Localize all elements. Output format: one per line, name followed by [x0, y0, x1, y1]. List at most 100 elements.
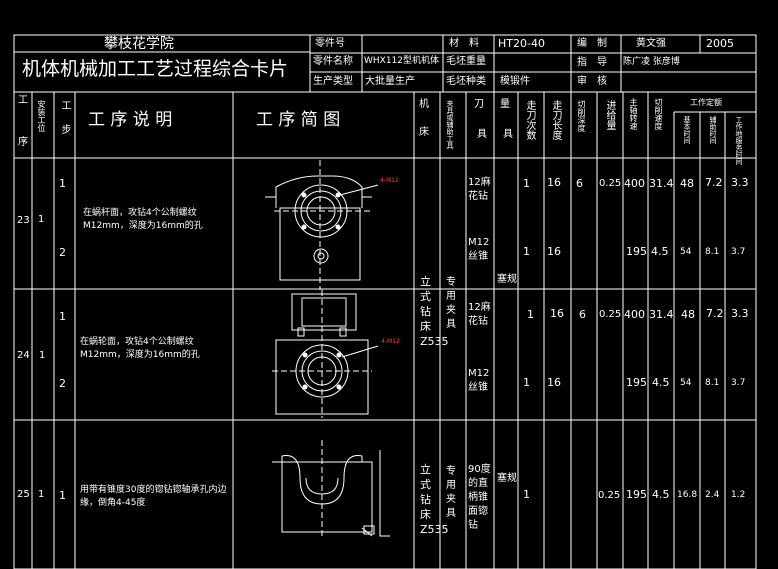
- fixture-ops-23-24: 专用夹具: [446, 277, 456, 330]
- col-desc: 工 序 说 明: [88, 110, 173, 130]
- op-23-passes-1: 1: [523, 177, 530, 190]
- year: 2005: [706, 37, 734, 50]
- op-23-aux-1: 7.2: [705, 176, 723, 189]
- op-24-tool-2: M12丝锥: [468, 368, 490, 393]
- col-machine: 机: [419, 99, 429, 110]
- col-process-2: 序: [18, 137, 28, 148]
- fixture-op-25: 专用夹具: [446, 466, 456, 519]
- op-23-desc: 在蜗杆面，攻钻4个公制螺纹M12mm，深度为16mm的孔: [83, 208, 203, 231]
- school-name: 攀枝花学院: [104, 36, 174, 52]
- op-24-no: 24: [17, 350, 30, 361]
- op-24-setup: 1: [39, 350, 46, 361]
- col-aux-time: 辅助时间: [709, 116, 717, 144]
- op-24-step-1: 1: [59, 310, 66, 323]
- op-23-length-1: 16: [547, 176, 561, 189]
- op-23-speed-1: 400: [624, 177, 645, 190]
- material-label: 材 料: [449, 38, 479, 49]
- col-service-time: 工作地服务时间: [735, 116, 743, 165]
- op-25-feed: 0.25: [598, 490, 621, 501]
- op-23-feed-1: 0.25: [599, 178, 622, 189]
- op-25-setup: 1: [38, 489, 45, 500]
- op-24-step-2: 2: [59, 377, 66, 390]
- sketch-op25: [272, 440, 390, 537]
- op-24-cut-2: 4.5: [652, 376, 670, 389]
- col-basic-time: 基本时间: [683, 116, 691, 144]
- col-gauge-2: 具: [503, 129, 513, 140]
- blank-weight-label: 毛坯重量: [446, 56, 486, 67]
- op-23-depth-1: 6: [576, 177, 583, 190]
- op-25-passes: 1: [523, 488, 530, 501]
- col-step: 工步: [59, 100, 70, 148]
- op-23-step-1: 1: [59, 177, 66, 190]
- op-25-aux: 2.4: [705, 490, 720, 500]
- card-title: 机体机械加工工艺过程综合卡片: [22, 58, 289, 80]
- op-23-step-2: 2: [59, 246, 66, 259]
- sketch-op24: [272, 290, 379, 418]
- col-depth: 切削深度: [577, 100, 586, 132]
- op-25-step-1: 1: [59, 489, 66, 502]
- op-23-svc-2: 3.7: [731, 247, 746, 257]
- part-no-label: 零件号: [315, 38, 345, 49]
- col-gauge: 量: [500, 99, 510, 110]
- op-24-basic-1: 48: [681, 308, 695, 321]
- col-length: 走刀长度: [550, 100, 561, 140]
- op-25-tool: 90度的直柄锥面锪钻: [468, 464, 491, 531]
- table-grid: [13, 34, 757, 569]
- part-name-value: WHX112型机机体: [364, 56, 440, 66]
- op-24-speed-1: 400: [624, 308, 645, 321]
- col-cut-speed: 切削速度: [654, 98, 663, 130]
- op-23-basic-2: 54: [680, 247, 692, 257]
- op-23-no: 23: [17, 215, 30, 226]
- op-23-setup: 1: [38, 214, 45, 225]
- op-24-speed-2: 195: [626, 376, 647, 389]
- op-23-basic-1: 48: [680, 177, 694, 190]
- op-23-tool-2: M12丝锥: [468, 237, 490, 262]
- compiled-label: 编 制: [577, 38, 607, 49]
- op-24-length-2: 16: [547, 376, 561, 389]
- op-24-length-1: 16: [550, 307, 564, 320]
- op-24-passes-2: 1: [523, 376, 530, 389]
- col-feed: 进给量: [604, 100, 615, 130]
- op-24-svc-1: 3.3: [731, 307, 749, 320]
- op-24-basic-2: 54: [680, 378, 692, 388]
- machine-ops-23-24: 立式钻床Z535: [420, 275, 449, 348]
- col-process: 工: [18, 95, 28, 106]
- op-24-passes-1: 1: [527, 308, 534, 321]
- op-25-basic: 16.8: [677, 490, 698, 500]
- op-24-svc-2: 3.7: [731, 378, 746, 388]
- prod-type-value: 大批量生产: [365, 76, 415, 87]
- col-sketch: 工 序 简 图: [256, 110, 341, 130]
- op-25-svc: 1.2: [731, 490, 746, 500]
- sketch-op23: [265, 160, 379, 290]
- col-tool-2: 具: [477, 129, 487, 140]
- op-23-aux-2: 8.1: [705, 247, 720, 257]
- col-fixture: 夹具或辅助工具: [446, 100, 454, 149]
- op-25-cut: 4.5: [652, 488, 670, 501]
- col-machine-2: 床: [419, 127, 429, 138]
- col-setup: 安装工位: [37, 100, 46, 132]
- col-passes: 走刀次数: [524, 100, 535, 140]
- op-23-length-2: 16: [547, 245, 561, 258]
- machine-op-25: 立式钻床Z535: [420, 463, 449, 536]
- op-24-aux-2: 8.1: [705, 378, 720, 388]
- op-25-speed: 195: [626, 488, 647, 501]
- op-25-desc: 用带有锥度30度的锪钻锪轴承孔内边缘，倒角4-45度: [80, 485, 227, 508]
- op-23-tool-1: 12麻花钻: [468, 177, 491, 202]
- material-value: HT20-40: [498, 37, 545, 50]
- blank-type-label: 毛坯种类: [446, 76, 486, 87]
- op-24-feed-1: 0.25: [599, 309, 622, 320]
- compiled-by: 黄文强: [636, 38, 666, 49]
- op-24-tool-1: 12麻花钻: [468, 302, 491, 327]
- op-23-passes-2: 1: [523, 245, 530, 258]
- op-25-no: 25: [17, 489, 30, 500]
- blank-type-value: 模锻件: [500, 76, 530, 87]
- op-23-svc-1: 3.3: [731, 176, 749, 189]
- op-23-cut-1: 31.4: [649, 177, 674, 190]
- op-24-depth-1: 6: [579, 308, 586, 321]
- guide-label: 指 导: [577, 57, 607, 68]
- op-23-cut-2: 4.5: [651, 245, 669, 258]
- col-tool: 刀: [474, 99, 484, 110]
- part-name-label: 零件名称: [313, 56, 353, 67]
- op-24-desc: 在蜗轮面，攻钻4个公制螺纹M12mm，深度为16mm的孔: [80, 337, 200, 360]
